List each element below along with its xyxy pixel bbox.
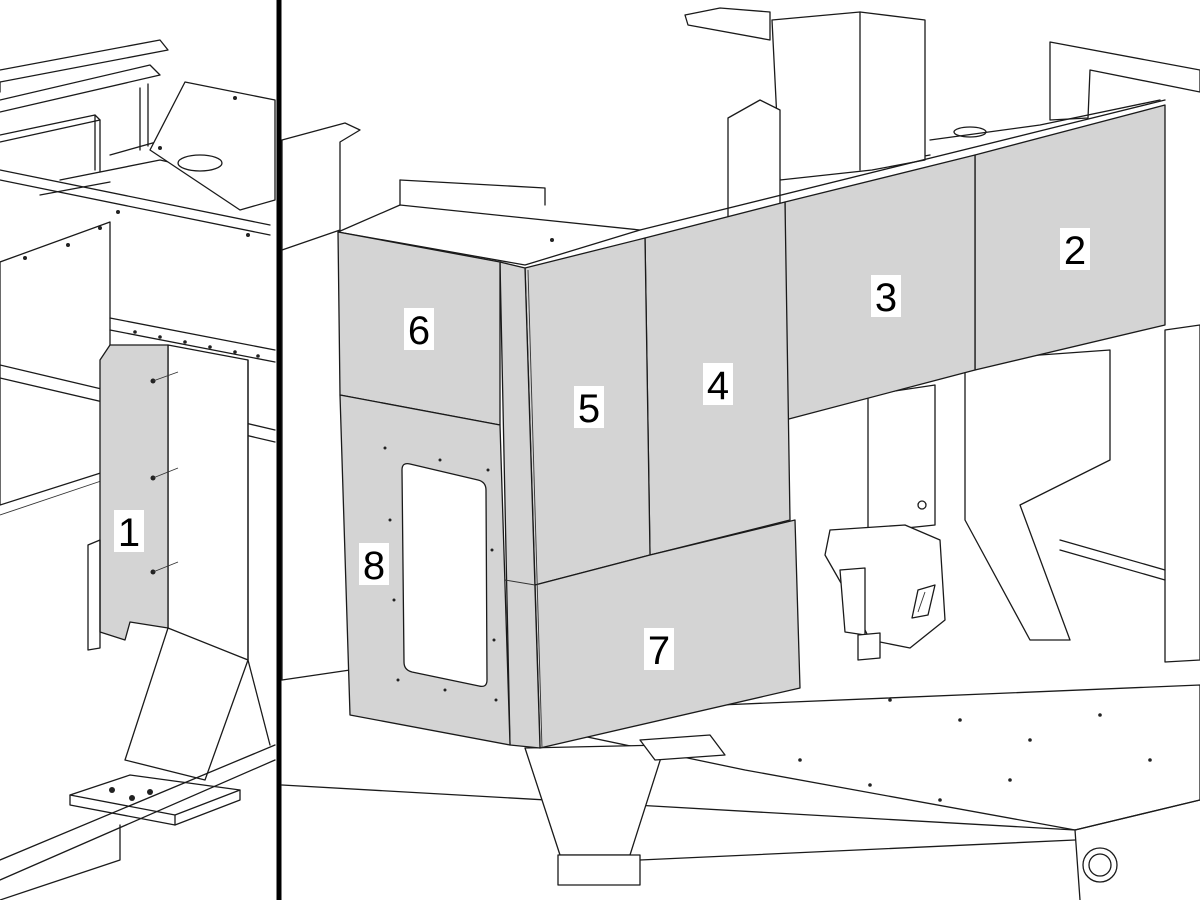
svg-text:5: 5 bbox=[578, 387, 600, 431]
corner-trim bbox=[499, 261, 541, 749]
svg-text:4: 4 bbox=[707, 364, 729, 408]
left-detail-view: 1 bbox=[0, 39, 276, 900]
machine-frame bbox=[281, 7, 1200, 681]
spindle-column bbox=[727, 11, 936, 533]
callout-7: 7 bbox=[644, 628, 674, 673]
svg-text:8: 8 bbox=[363, 544, 385, 588]
callout-4: 4 bbox=[703, 363, 733, 408]
panel-1-shape bbox=[99, 344, 169, 641]
callout-2: 2 bbox=[1060, 228, 1090, 273]
plate-hole bbox=[177, 154, 223, 172]
right-main-view: 2 3 4 5 6 7 8 bbox=[281, 7, 1200, 900]
callout-3: 3 bbox=[871, 275, 901, 320]
callout-8: 8 bbox=[359, 543, 389, 588]
left-leg-foot bbox=[0, 359, 276, 900]
panel-8-holes bbox=[383, 446, 498, 702]
spindle-head bbox=[824, 524, 946, 661]
svg-text:3: 3 bbox=[875, 276, 897, 320]
callout-5: 5 bbox=[574, 386, 604, 431]
front-leg bbox=[524, 734, 726, 886]
svg-text:2: 2 bbox=[1064, 229, 1086, 273]
callout-1: 1 bbox=[114, 510, 144, 555]
svg-text:6: 6 bbox=[408, 309, 430, 353]
callout-6: 6 bbox=[404, 308, 434, 353]
right-support-leg bbox=[964, 324, 1200, 663]
left-column bbox=[87, 344, 249, 661]
left-top-plate bbox=[116, 81, 276, 237]
enclosure-top-frame bbox=[337, 99, 1166, 266]
panel-8-window bbox=[401, 462, 488, 688]
svg-text:7: 7 bbox=[648, 629, 670, 673]
svg-text:1: 1 bbox=[118, 511, 140, 555]
